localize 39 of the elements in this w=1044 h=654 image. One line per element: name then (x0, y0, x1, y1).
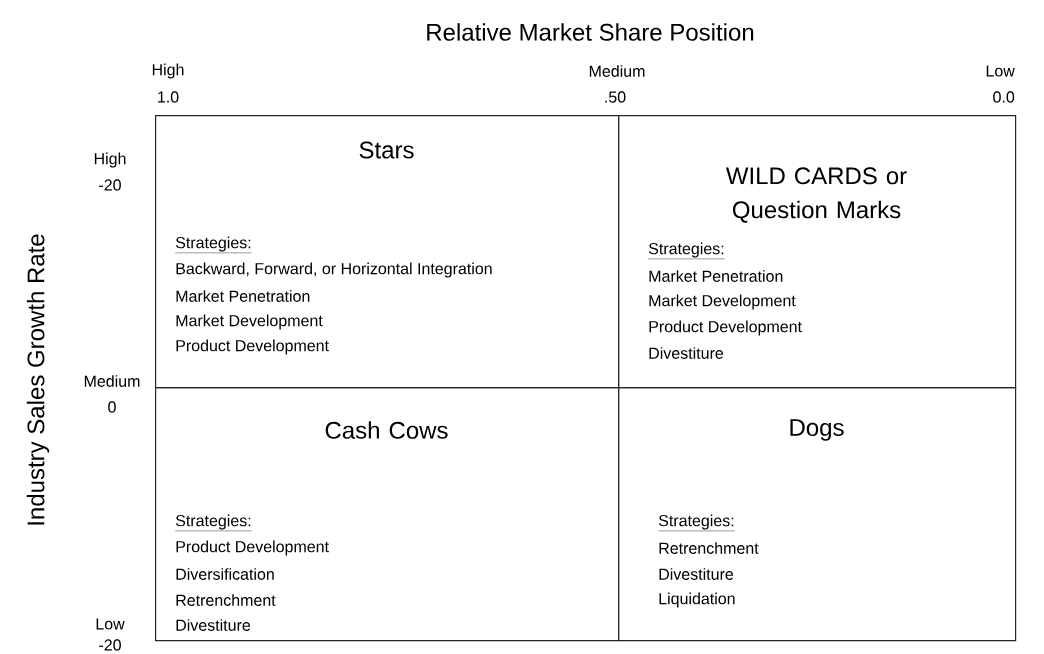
strategy-item: Liquidation (659, 592, 735, 608)
strategy-item: Diversification (176, 568, 274, 580)
quadrant-box (155, 387, 620, 642)
axis-tick-label: .50 (605, 91, 626, 103)
strategies-heading: Strategies: (175, 514, 252, 532)
strategy-item: Divestiture (176, 619, 251, 631)
axis-tick-label: -20 (99, 639, 121, 651)
strategy-item: Market Development (649, 294, 796, 310)
quadrant-title: WILD CARDS or Question Marks (725, 167, 907, 223)
axis-title: Industry Sales Growth Rate (26, 234, 50, 525)
quadrant-title: Stars (359, 141, 414, 159)
axis-title: Relative Market Share Position (427, 23, 754, 41)
axis-tick-label: Medium (589, 65, 645, 77)
axis-tick-label: 0 (108, 401, 116, 413)
quadrant-box (618, 387, 1017, 642)
strategy-item: Divestiture (659, 568, 734, 580)
axis-tick-label: Medium (84, 375, 140, 387)
strategy-item: Retrenchment (659, 542, 759, 554)
strategy-item: Divestiture (649, 347, 724, 359)
quadrant-box (618, 115, 1017, 389)
axis-tick-label: Low (986, 65, 1015, 77)
strategy-item: Retrenchment (176, 594, 276, 606)
strategy-item: Backward, Forward, or Horizontal Integration (176, 262, 492, 278)
strategy-item: Market Penetration (176, 290, 310, 302)
axis-tick-label: Low (96, 618, 125, 630)
strategies-heading: Strategies: (658, 514, 735, 532)
strategies-heading: Strategies: (175, 236, 252, 254)
strategy-item: Market Development (176, 314, 323, 330)
strategy-item: Product Development (176, 540, 329, 556)
strategy-item: Product Development (176, 339, 329, 355)
axis-tick-label: High (152, 63, 184, 79)
quadrant-box (155, 115, 620, 389)
strategy-item: Product Development (649, 320, 802, 336)
axis-tick-label: -20 (99, 179, 121, 191)
strategies-heading: Strategies: (648, 242, 725, 260)
quadrant-title: Dogs (790, 419, 844, 441)
strategy-item: Market Penetration (649, 270, 783, 282)
axis-tick-label: High (94, 152, 126, 168)
quadrant-title: Cash Cows (325, 421, 448, 439)
